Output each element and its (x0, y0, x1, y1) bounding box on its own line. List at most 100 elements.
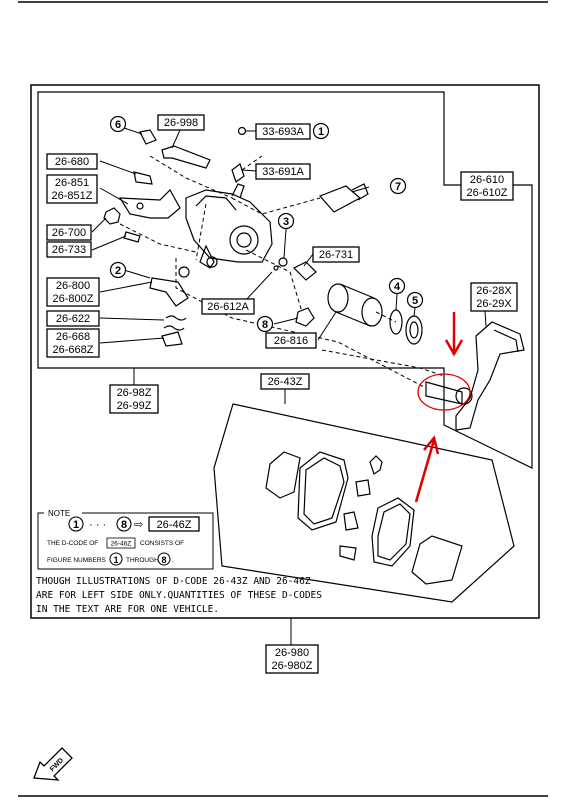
note-line2-c: . (172, 557, 174, 564)
o-ring-icon (278, 257, 288, 267)
label-26-816: 26-816 (274, 335, 308, 347)
label-26-851: 26-851 (55, 177, 89, 189)
label-33-693a: 33-693A (262, 126, 304, 138)
callout-1-text: 1 (318, 126, 324, 138)
label-26-980-box (265, 644, 319, 674)
callout-4-text: 4 (394, 281, 401, 293)
callout-4: 4 (388, 277, 406, 295)
bolt-26-733-icon (123, 231, 141, 243)
label-26-612a: 26-612A (207, 301, 249, 313)
note-box: NOTE 1 · · · 8 ⇨ 26-46Z THE D-CODE OF 26… (37, 509, 214, 570)
label-33-691a-box (255, 163, 311, 180)
brake-pads-icon (265, 451, 463, 585)
callout-2: 2 (109, 261, 127, 279)
label-26-998-box (157, 114, 205, 131)
bolt-26-700-icon (103, 207, 121, 225)
label-26-622-box (46, 310, 100, 327)
callout-7-text: 7 (395, 181, 401, 193)
note-code: 26-46Z (157, 519, 192, 531)
lever-icon (149, 277, 189, 307)
label-26-700-box (46, 224, 92, 241)
label-26-610-box (460, 171, 514, 201)
pad-kit-frame (213, 403, 515, 603)
note-line1-code: 26-46Z (111, 541, 132, 548)
callout-2-text: 2 (115, 265, 121, 277)
label-26-98z-box (109, 384, 159, 414)
note-line2-b: THROUGH (126, 557, 159, 564)
pad-clips-icon (339, 455, 383, 561)
note-title: NOTE (48, 509, 70, 518)
mounting-bracket-icon (425, 321, 525, 431)
note-line1-b: CONSISTS OF (140, 540, 184, 547)
label-26-610z: 26-610Z (467, 187, 508, 199)
label-26-800: 26-800 (56, 280, 90, 292)
note-line2-n2: 8 (161, 555, 166, 565)
label-26-680: 26-680 (55, 156, 89, 168)
sleeve-icon (139, 129, 157, 145)
callout-1: 1 (312, 122, 330, 140)
label-26-851-box (46, 174, 98, 204)
highlight-circle (417, 373, 471, 411)
label-26-731: 26-731 (319, 249, 353, 261)
red-annotations (414, 312, 471, 503)
nut-icon (237, 126, 247, 136)
disclaimer-line-2: ARE FOR LEFT SIDE ONLY.QUANTITIES OF THE… (36, 590, 322, 601)
label-26-680-box (46, 153, 98, 170)
label-26-816-box (265, 332, 317, 349)
caliper-body (185, 183, 273, 269)
label-26-733-box (46, 241, 92, 258)
label-26-980z: 26-980Z (272, 660, 313, 672)
label-26-998: 26-998 (164, 117, 198, 129)
callout-8-text: 8 (262, 319, 268, 331)
label-33-691a: 33-691A (262, 166, 304, 178)
note-dots: · · · (89, 519, 106, 531)
bleeder-26-680-icon (133, 171, 153, 185)
caliper-assembly-frame (37, 91, 533, 469)
label-26-28x: 26-28X (476, 285, 512, 297)
label-26-700: 26-700 (52, 227, 86, 239)
label-26-43z-box (260, 373, 310, 390)
label-26-98z: 26-98Z (117, 387, 152, 399)
label-26-980: 26-980 (275, 647, 309, 659)
callout-6: 6 (109, 115, 127, 133)
bracket-plate (118, 189, 181, 219)
label-26-668z: 26-668Z (53, 344, 94, 356)
label-26-731-box (312, 246, 360, 263)
label-33-693a-box (255, 123, 311, 140)
dust-seal-icon (405, 315, 423, 345)
callout-7: 7 (389, 177, 407, 195)
label-26-668-box (46, 328, 100, 358)
callout-6-text: 6 (115, 119, 121, 131)
label-26-851z: 26-851Z (52, 190, 93, 202)
bleeder-screw-icon (231, 163, 245, 183)
label-26-99z: 26-99Z (117, 400, 152, 412)
adjust-nut-icon (295, 307, 315, 327)
boot-icon (318, 185, 362, 213)
callout-5: 5 (406, 291, 424, 309)
piston-icon (327, 283, 383, 327)
label-26-622: 26-622 (56, 313, 90, 325)
label-26-612a-box (201, 298, 255, 315)
fwd-arrow-icon: FWD (33, 747, 73, 781)
label-26-610: 26-610 (470, 174, 504, 186)
spring-icon (165, 315, 187, 321)
label-26-800z: 26-800Z (53, 293, 94, 305)
note-line2-a: FIGURE NUMBERS (47, 557, 107, 564)
label-26-733: 26-733 (52, 244, 86, 256)
red-arrow-up (414, 439, 436, 503)
guide-pin-icon (161, 145, 211, 169)
return-spring-icon (161, 331, 183, 347)
label-26-43z: 26-43Z (268, 376, 303, 388)
note-end-num: 8 (121, 519, 127, 531)
disclaimer-line-1: THOUGH ILLUSTRATIONS OF D-CODE 26-43Z AN… (36, 576, 311, 587)
leader-lines (91, 127, 487, 645)
outer-frame (30, 84, 540, 619)
adjuster-icon (292, 261, 317, 281)
callout-8: 8 (256, 315, 274, 333)
note-line2-n1: 1 (113, 555, 118, 565)
label-26-28x-box (470, 282, 518, 312)
label-26-668: 26-668 (56, 331, 90, 343)
note-line1-a: THE D-CODE OF (47, 540, 98, 547)
disclaimer-line-3: IN THE TEXT ARE FOR ONE VEHICLE. (36, 604, 219, 615)
